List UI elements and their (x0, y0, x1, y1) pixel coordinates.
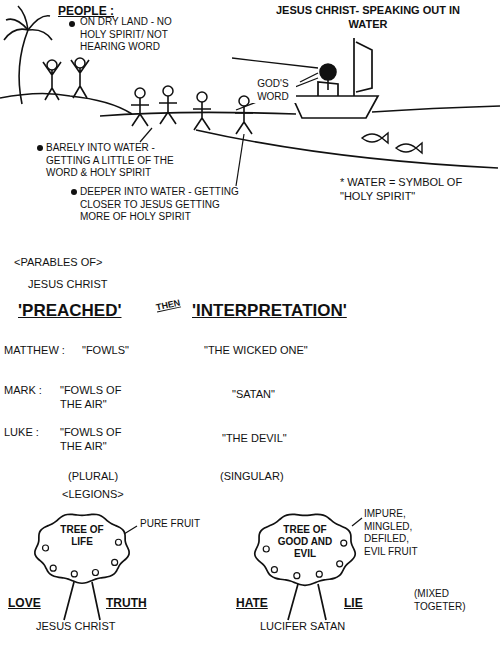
section-heading: <PARABLES OF> (14, 256, 102, 270)
canopy-outline (35, 514, 129, 583)
fruit-label: (MIXED TOGETER) (414, 588, 486, 613)
palm-tree (6, 19, 28, 30)
stick-figure (159, 86, 177, 124)
table-cell: "FOWLS" (82, 344, 129, 358)
word-rays (232, 58, 318, 68)
fruit (337, 561, 343, 567)
bullet-dot (69, 21, 75, 27)
word-rays (232, 58, 318, 110)
section-heading: JESUS CHRIST (28, 278, 107, 292)
tree-root-word: TRUTH (106, 596, 147, 611)
tree-title: TREE OF LIFE (51, 524, 113, 548)
table-note: <LEGIONS> (62, 488, 124, 502)
fruit (112, 559, 118, 565)
fish (362, 133, 422, 153)
column-heading: 'PREACHED' (18, 300, 122, 321)
tree-trunk (288, 584, 326, 620)
stick-figure (43, 58, 253, 134)
boat (292, 96, 378, 118)
bullet-dot (37, 145, 43, 151)
leader-line (124, 526, 137, 534)
table-note: (PLURAL) (68, 470, 118, 484)
table-cell: "FOWLS OF THE AIR" (60, 426, 140, 454)
tree-title: TREE OF GOOD AND EVIL (274, 524, 336, 560)
fruit (115, 539, 121, 545)
fish (396, 143, 422, 153)
table-cell: "FOWLS OF THE AIR" (60, 384, 140, 412)
row-label: MATTHEW : (4, 344, 65, 358)
fruit (263, 546, 269, 552)
jesus-figure (327, 80, 329, 90)
dry-land (0, 93, 132, 114)
jesus-figure (320, 64, 336, 80)
tree-canopy: TREE OF GOOD AND EVIL (254, 512, 356, 586)
canopy-outline (255, 514, 355, 585)
table-cell: "THE WICKED ONE" (204, 344, 308, 358)
boat (356, 42, 372, 92)
fruit (50, 565, 56, 571)
word-rays (236, 78, 318, 110)
fruit (271, 567, 277, 573)
column-heading: 'INTERPRETATION' (192, 300, 347, 321)
table-cell: "SATAN" (232, 388, 275, 402)
leader-line (236, 134, 244, 186)
connector-word: THEN (155, 298, 181, 314)
note-text: BARELY INTO WATER - GETTING A LITTLE OF … (46, 142, 198, 180)
row-label: LUKE : (4, 426, 39, 440)
stick-figure (43, 60, 61, 100)
note-text: * WATER = SYMBOL OF "HOLY SPIRIT" (340, 176, 480, 204)
leader-line (140, 128, 152, 142)
jesus-figure (320, 64, 336, 90)
tree-trunk (64, 582, 326, 620)
palm-tree (18, 6, 28, 30)
palm-tree (19, 30, 28, 104)
tree-name: LUCIFER SATAN (260, 620, 345, 634)
stick-figure (71, 58, 89, 98)
fruit-label: PURE FRUIT (140, 518, 200, 531)
fruit (316, 571, 322, 577)
stick-figure (131, 88, 149, 126)
fruit (294, 573, 300, 579)
fruit-label: IMPURE, MINGLED, DEFILED, EVIL FRUIT (364, 508, 428, 558)
note-text: JESUS CHRIST- SPEAKING OUT IN WATER (268, 4, 468, 32)
tree-root-word: LOVE (8, 596, 41, 611)
palm-tree (28, 16, 50, 30)
fruit (71, 571, 77, 577)
palm-tree (4, 29, 28, 40)
note-text: DEEPER INTO WATER - GETTING CLOSER TO JE… (80, 186, 240, 224)
leader-line (352, 518, 362, 526)
boat (353, 38, 355, 96)
tree-name: JESUS CHRIST (36, 620, 115, 634)
tree-trunk (64, 582, 100, 620)
bullet-dot (71, 189, 77, 195)
fruit (43, 545, 49, 551)
note-text: ON DRY LAND - NO HOLY SPIRIT/ NOT HEARIN… (80, 16, 198, 54)
tree-root-word: LIE (344, 596, 363, 611)
fish (362, 133, 388, 143)
tree-root-word: HATE (236, 596, 268, 611)
table-note: (SINGULAR) (220, 470, 284, 484)
palm-tree (4, 6, 52, 104)
palm-tree (28, 30, 52, 40)
stick-figure (193, 92, 211, 130)
row-label: MARK : (4, 384, 42, 398)
tree-canopy: TREE OF LIFE (34, 512, 130, 584)
boat (292, 38, 378, 118)
dry-land (0, 93, 132, 114)
ray-label: GOD'S WORD (250, 78, 296, 103)
canopy-outline (34, 512, 130, 584)
table-cell: "THE DEVIL" (222, 432, 287, 446)
fruit (92, 569, 98, 575)
word-rays (300, 73, 318, 82)
fruit (341, 540, 347, 546)
